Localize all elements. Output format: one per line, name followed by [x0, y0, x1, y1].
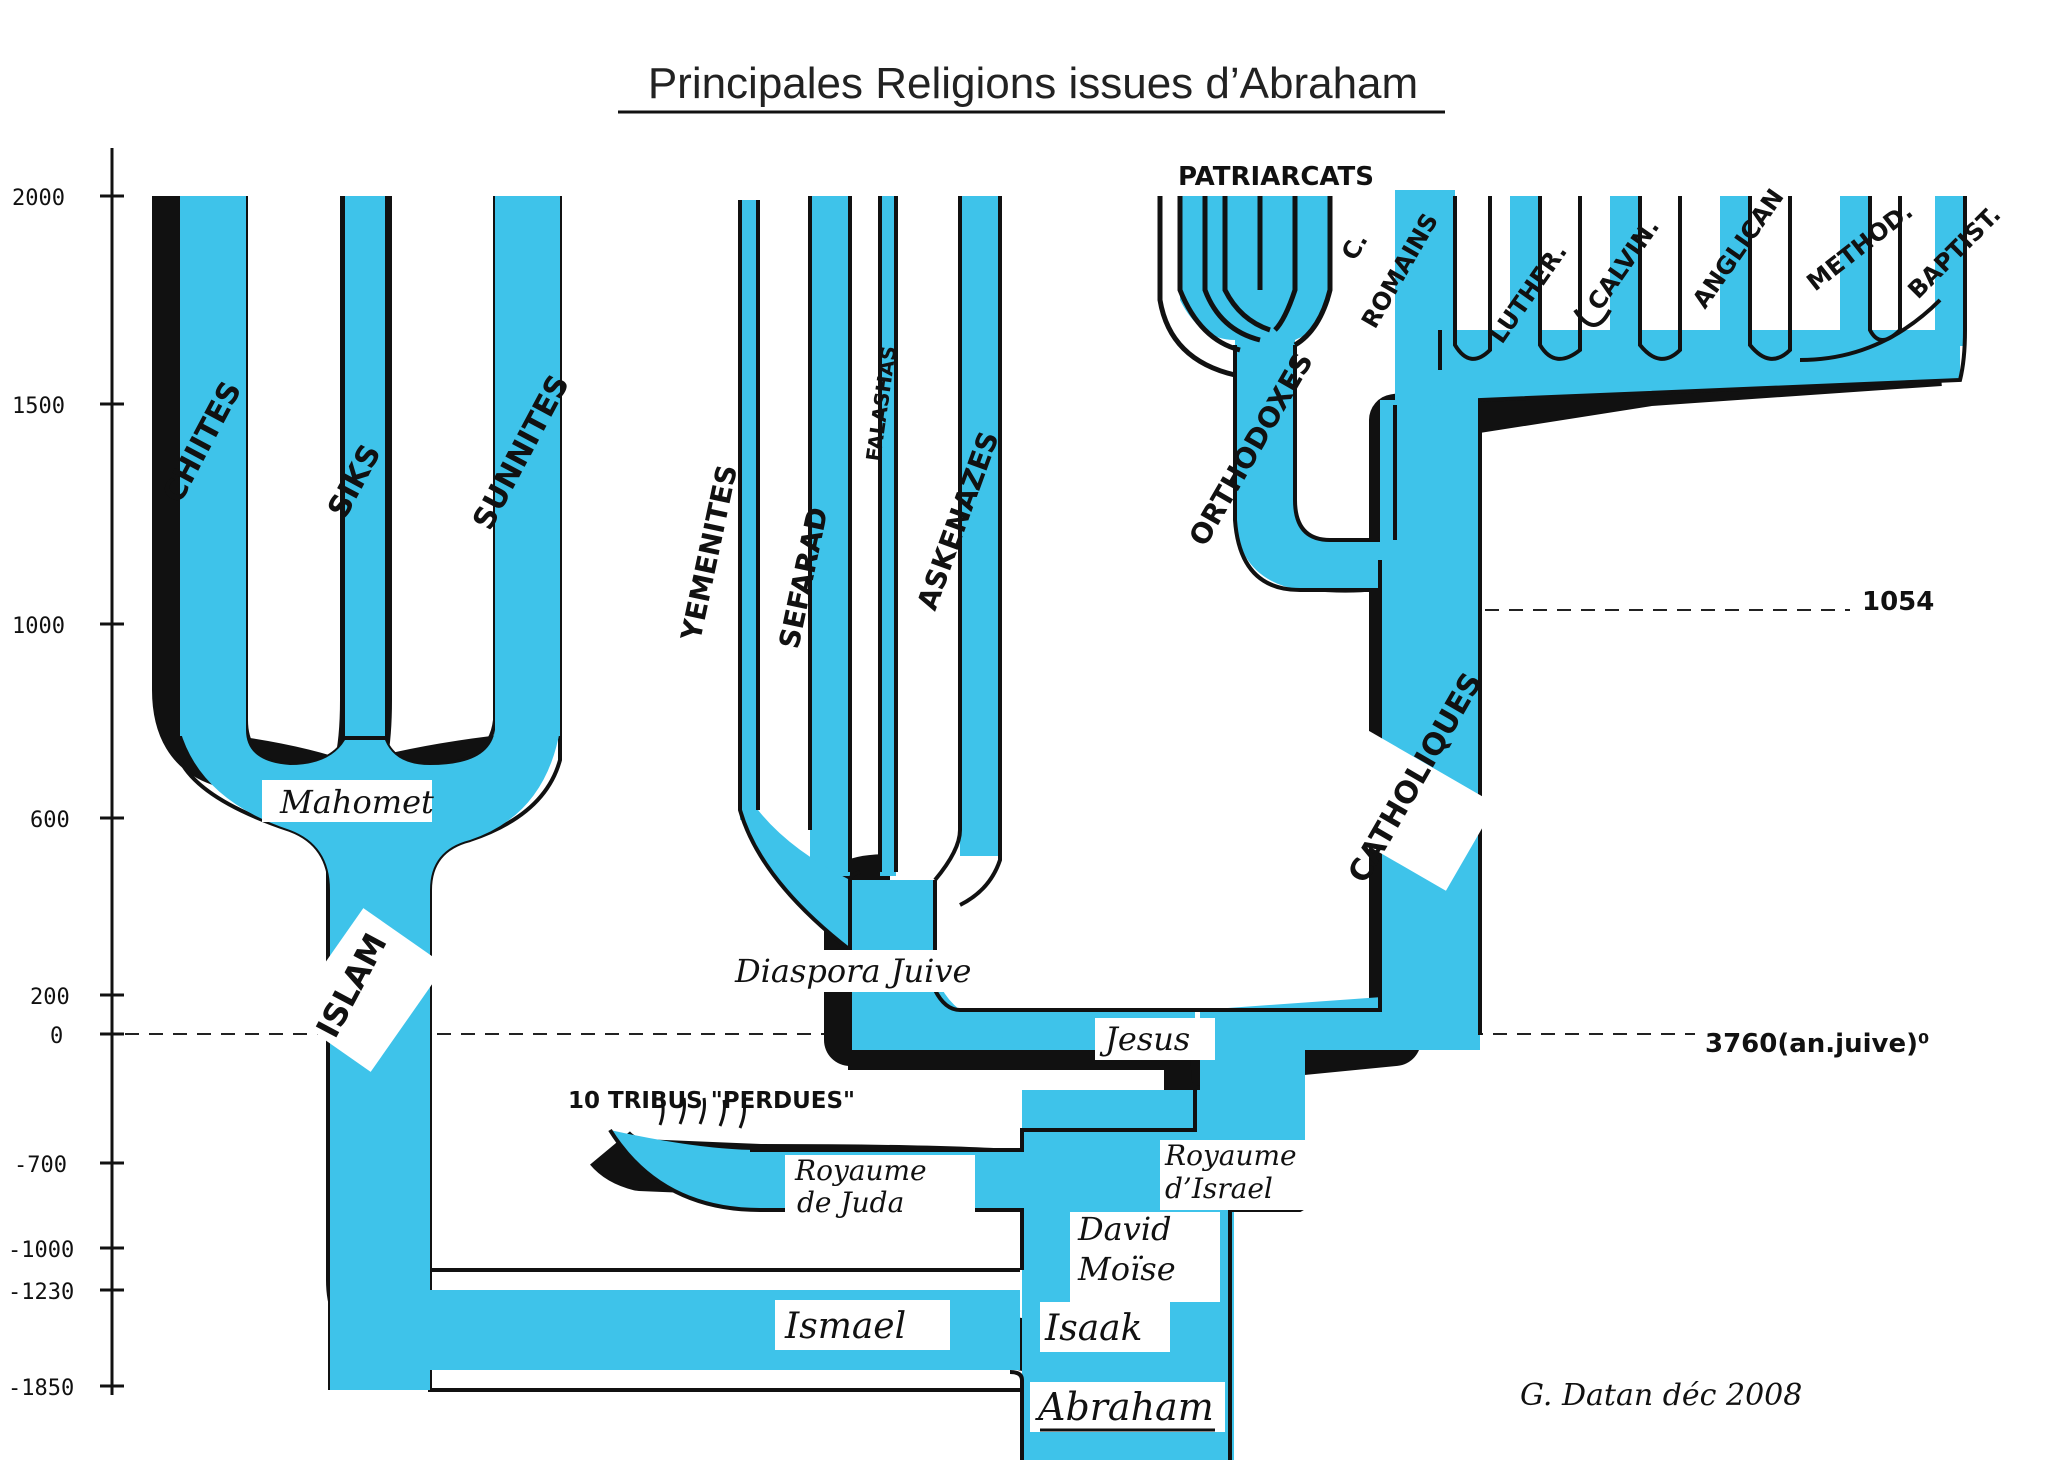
diagram-title: Principales Religions issues d’Abraham	[648, 59, 1418, 108]
signature: G. Datan déc 2008	[1520, 1378, 1802, 1413]
label-royaume-juda-1: Royaume	[794, 1154, 927, 1187]
label-royaume-israel-2: d’Israel	[1165, 1172, 1273, 1205]
tick-label: 2000	[12, 186, 65, 211]
label-abraham: Abraham	[1035, 1385, 1214, 1429]
tick-label: -700	[14, 1153, 67, 1178]
label-david: David	[1077, 1210, 1172, 1248]
tick-label: 1500	[12, 394, 65, 419]
label-lost-tribes: 10 TRIBUS "PERDUES"	[568, 1088, 855, 1114]
label-royaume-israel-1: Royaume	[1164, 1139, 1297, 1172]
time-axis: 2000 1500 1000 600 200 0 -700 -1000 -123…	[8, 148, 124, 1401]
label-diaspora: Diaspora Juive	[734, 952, 971, 990]
tick-label: -1850	[8, 1376, 74, 1401]
tick-label: 0	[50, 1024, 63, 1049]
label-c: C.	[1336, 228, 1374, 265]
year-zero-label: 3760(an.juive)⁰	[1705, 1029, 1929, 1059]
label-royaume-juda-2: de Juda	[797, 1186, 904, 1219]
label-ismael: Ismael	[784, 1306, 906, 1347]
lost-tribes-fringe	[658, 1097, 746, 1129]
tick-label: -1000	[8, 1238, 74, 1263]
protestant-stubs	[1453, 196, 1967, 362]
label-patriarcats: PATRIARCATS	[1178, 162, 1374, 192]
label-jesus: Jesus	[1099, 1020, 1190, 1058]
schism-label: 1054	[1862, 587, 1934, 617]
label-mahomet: Mahomet	[279, 783, 434, 821]
tick-label: -1230	[8, 1280, 74, 1305]
ink-outlines	[608, 196, 1967, 1460]
patriarchates-fan	[1157, 196, 1333, 378]
tick-label: 1000	[12, 614, 65, 639]
label-moise: Moïse	[1077, 1250, 1176, 1288]
label-isaak: Isaak	[1044, 1308, 1142, 1349]
label-yemenites: YEMENITES	[674, 462, 744, 645]
tick-label: 600	[30, 808, 70, 833]
tick-label: 200	[30, 985, 70, 1010]
